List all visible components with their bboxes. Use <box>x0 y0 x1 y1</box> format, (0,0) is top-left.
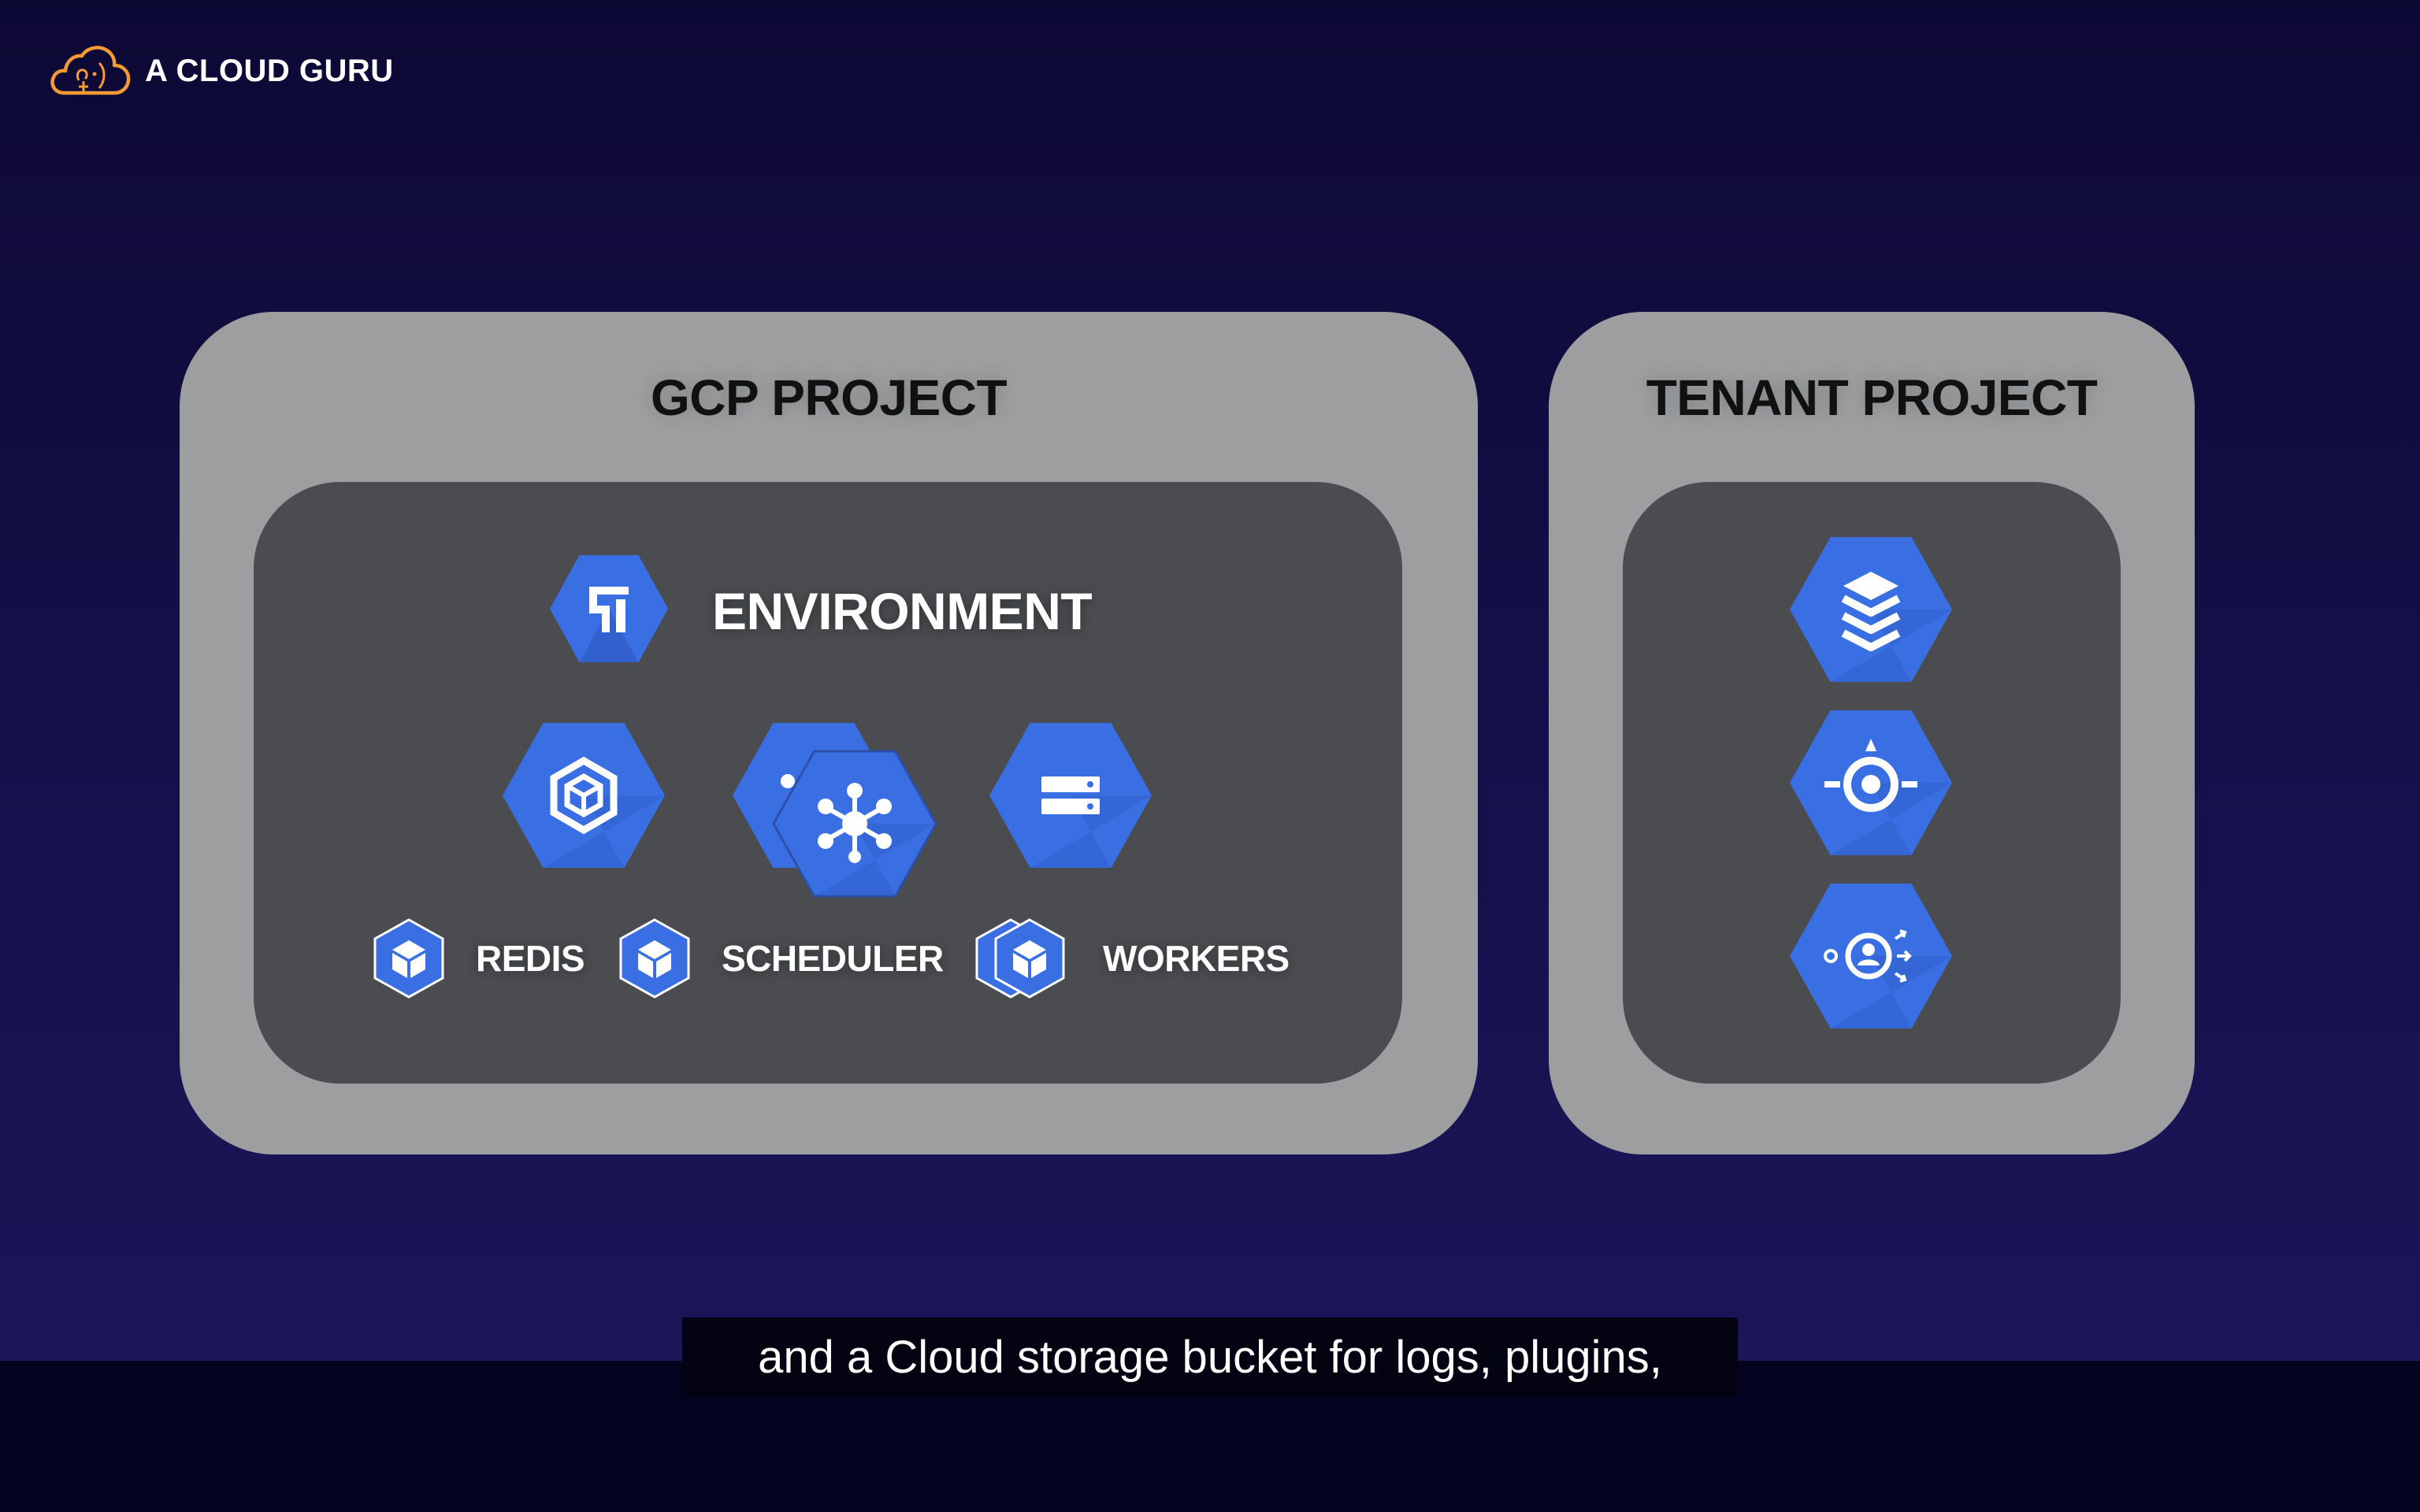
cloud-guru-logo-icon <box>49 46 131 96</box>
identity-aware-proxy-icon <box>1790 884 1952 1028</box>
redis-label: REDIS <box>476 938 585 979</box>
gcp-project-title: GCP PROJECT <box>650 369 1008 426</box>
scheduler-label: SCHEDULER <box>722 938 944 979</box>
brand-name: A CLOUD GURU <box>145 53 394 88</box>
cloud-sql-icon <box>989 723 1152 868</box>
scheduler-cube-icon <box>614 918 695 999</box>
composer-icon <box>550 555 668 662</box>
cloud-storage-icon <box>1790 537 1952 682</box>
app-engine-icon <box>1790 710 1952 855</box>
environment-label: ENVIRONMENT <box>712 582 1093 640</box>
gke-icon <box>503 723 665 868</box>
tenant-project-title: TENANT PROJECT <box>1646 369 2098 426</box>
brand-header: A CLOUD GURU <box>49 46 394 96</box>
workers-cube-stack-icon <box>974 918 1075 999</box>
subtitle-caption: and a Cloud storage bucket for logs, plu… <box>682 1317 1738 1396</box>
cloud-pubsub-icon <box>733 723 941 898</box>
redis-cube-icon <box>369 918 449 999</box>
workers-label: WORKERS <box>1103 938 1290 979</box>
